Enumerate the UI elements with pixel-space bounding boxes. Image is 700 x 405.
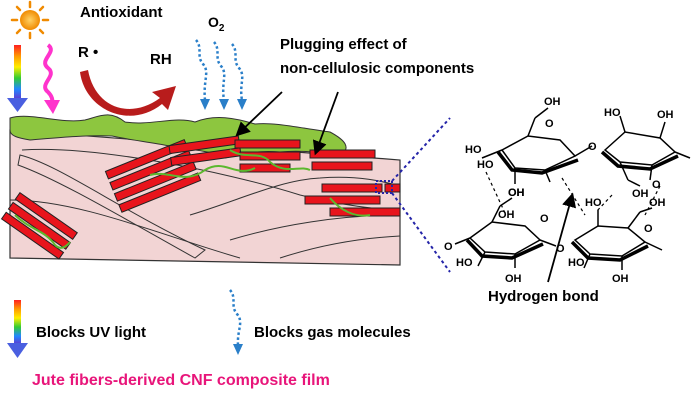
o2-arrows (194, 39, 244, 101)
atom-oh: OH (498, 209, 515, 221)
composite-film (9, 129, 401, 266)
fiber-strand (9, 199, 241, 259)
atom-oh: OH (612, 273, 629, 285)
blocks-gas-label: Blocks gas molecules (254, 324, 411, 341)
o2-subscript: 2 (218, 22, 225, 34)
plugging-effect-label-line2: non-cellulosic components (280, 60, 475, 77)
o2-base: O (208, 14, 219, 30)
hydrogen-bond-label: Hydrogen bond (488, 288, 599, 305)
atom-oh: OH (657, 109, 674, 121)
cellulose-structure (454, 107, 691, 270)
atom-oh: OH (632, 188, 649, 200)
atom-ho: HO (604, 107, 621, 119)
atom-ho: HO (568, 257, 585, 269)
curved-arrow-icon (80, 70, 176, 116)
atom-o: O (545, 118, 554, 130)
atom-ho: HO (585, 197, 602, 209)
o2-arrowheads (200, 99, 247, 110)
atom-oh: OH (505, 273, 522, 285)
atom-o: O (556, 243, 565, 255)
atom-oh: OH (508, 187, 525, 199)
atom-o: O (644, 223, 653, 235)
green-chains (14, 149, 371, 249)
wavy-light-icon (43, 43, 60, 114)
blocks-uv-label: Blocks UV light (36, 324, 147, 341)
fiber-strand (279, 235, 401, 259)
atom-o: O (588, 141, 597, 153)
blocks-gas-arrow (228, 289, 243, 355)
atom-ho: HO (477, 159, 494, 171)
atom-o: O (540, 213, 549, 225)
figure-caption: Jute fibers-derived CNF composite film (32, 372, 330, 389)
sun-icon (10, 0, 50, 40)
rh-label: RH (150, 51, 172, 68)
atom-oh: OH (649, 197, 666, 209)
atom-o: O (652, 179, 661, 191)
hydrogen-bond-pointer (547, 192, 577, 283)
blocks-uv-arrow-icon (7, 300, 28, 358)
o2-label: O2 (208, 14, 224, 34)
atom-labels: OH HO HO OH O O HO OH O OH O OH OH HO OH… (444, 96, 674, 285)
radical-label: R • (78, 44, 99, 61)
plugging-effect-label-line1: Plugging effect of (280, 36, 407, 53)
cellulose-crystals (0, 135, 401, 260)
zoom-indicator (375, 117, 451, 273)
atom-oh: OH (508, 187, 525, 199)
atom-ho: HO (456, 257, 473, 269)
antioxidant-label: Antioxidant (80, 4, 163, 21)
atom-ho: HO (465, 144, 482, 156)
atom-oh: OH (544, 96, 561, 108)
plugging-arrows (235, 91, 339, 156)
atom-o: O (444, 241, 453, 253)
uv-gradient-arrow-icon (7, 45, 28, 112)
